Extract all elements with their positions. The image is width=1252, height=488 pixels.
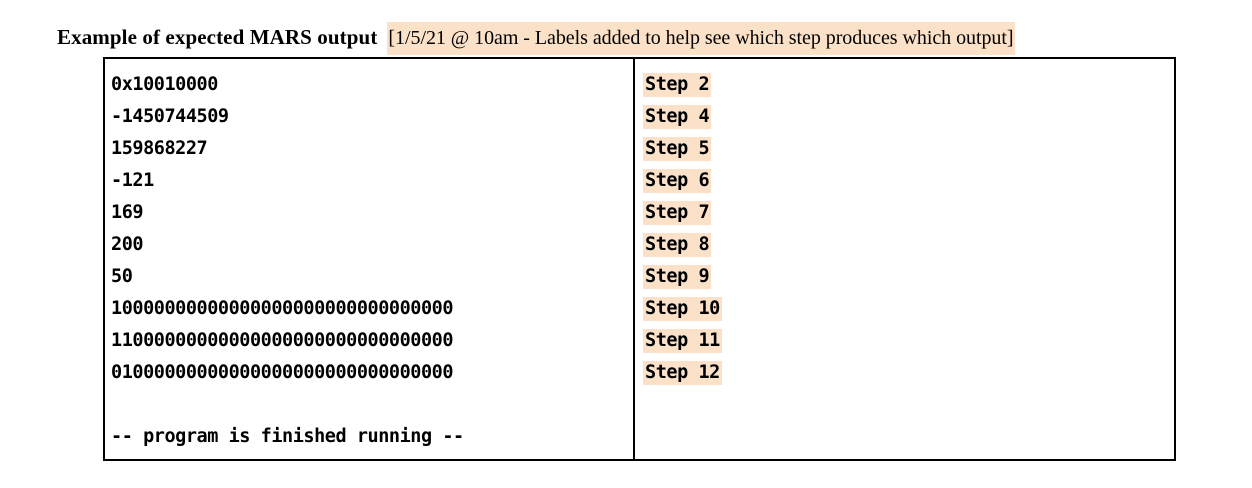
step-label: Step 6 [643, 169, 712, 193]
output-line: -- program is finished running -- [111, 426, 464, 447]
step-label: Step 11 [643, 329, 722, 353]
mars-output-table: 0x10010000 -1450744509 159868227 -121 169 200… [103, 57, 1176, 461]
step-label-row: Step 5 [643, 133, 1174, 165]
step-label-row: Step 11 [643, 325, 1174, 357]
output-line: 11000000000000000000000000000000 [111, 330, 454, 351]
step-label-row: Step 6 [643, 165, 1174, 197]
output-line: 0x10010000 [111, 74, 218, 95]
output-line: 169 [111, 202, 144, 223]
step-label-row: Step 4 [643, 101, 1174, 133]
output-column: 0x10010000 -1450744509 159868227 -121 169 200… [105, 59, 635, 459]
caption-title: Example of expected MARS output [57, 25, 378, 49]
caption: Example of expected MARS output [1/5/21 … [57, 22, 1015, 55]
step-label: Step 7 [643, 201, 712, 225]
step-label-column: Step 2 Step 4 Step 5 Step 6 Step 7 Step 8 Step… [635, 59, 1174, 459]
step-label: Step 10 [643, 297, 722, 321]
step-label: Step 4 [643, 105, 712, 129]
step-label-row: Step 10 [643, 293, 1174, 325]
caption-annotation-note: [1/5/21 @ 10am - Labels added to help se… [387, 22, 1015, 55]
step-label-list: Step 2 Step 4 Step 5 Step 6 Step 7 Step 8 Step… [643, 69, 1174, 389]
step-label: Step 9 [643, 265, 712, 289]
step-label: Step 8 [643, 233, 712, 257]
step-label-row: Step 12 [643, 357, 1174, 389]
step-label-row: Step 8 [643, 229, 1174, 261]
output-line-list: 0x10010000 -1450744509 159868227 -121 169 200… [111, 69, 633, 453]
output-line: 10000000000000000000000000000000 [111, 298, 454, 319]
output-blank-line [111, 389, 633, 421]
output-line: 159868227 [111, 138, 208, 159]
step-label-row: Step 9 [643, 261, 1174, 293]
output-line: 50 [111, 266, 133, 287]
step-label-row: Step 2 [643, 69, 1174, 101]
step-label: Step 5 [643, 137, 712, 161]
step-label: Step 2 [643, 73, 712, 97]
step-label: Step 12 [643, 361, 722, 385]
step-label-row: Step 7 [643, 197, 1174, 229]
output-line: 200 [111, 234, 144, 255]
output-line: -121 [111, 170, 154, 191]
output-line: -1450744509 [111, 106, 229, 127]
output-line: 01000000000000000000000000000000 [111, 362, 454, 383]
